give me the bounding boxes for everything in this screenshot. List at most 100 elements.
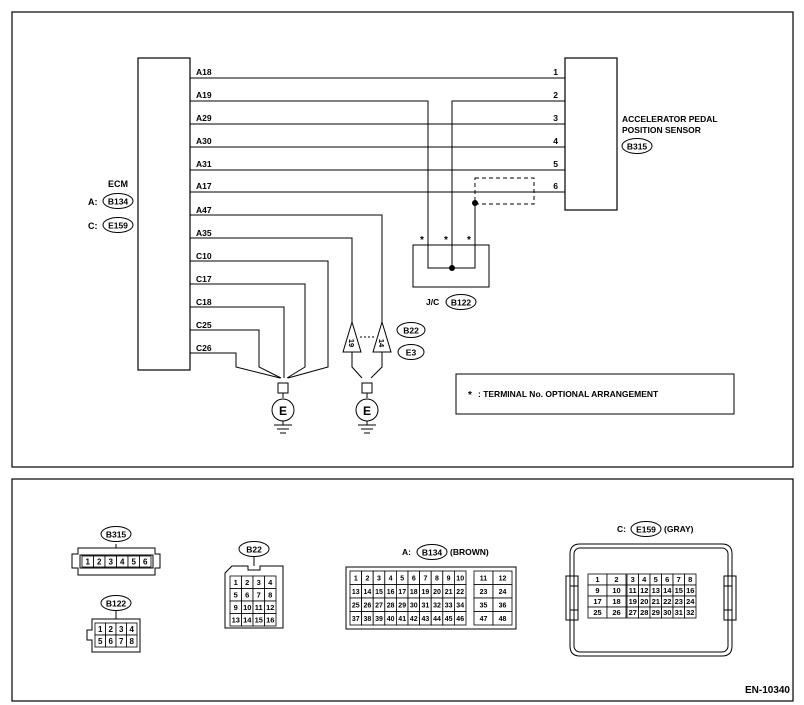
shield-node <box>472 200 478 206</box>
b134-view-badge <box>416 544 448 560</box>
pin-number: 2 <box>245 578 249 587</box>
pin-number: 6 <box>412 575 416 582</box>
ground-terminal-19-triangle <box>342 320 362 353</box>
e159-view-color: (GRAY) <box>664 524 694 534</box>
wire-gnd-14 <box>370 352 383 379</box>
pin-number: 32 <box>686 608 694 617</box>
pin-number: 23 <box>480 589 488 596</box>
pin-number: 2 <box>109 625 114 634</box>
note-text: : TERMINAL No. OPTIONAL ARRANGEMENT <box>478 389 659 399</box>
pin-number: 17 <box>593 597 601 606</box>
wire-gnd-19 <box>351 352 363 379</box>
pin-number: 9 <box>447 575 451 582</box>
pin-number: 41 <box>398 616 406 623</box>
wire-c10 <box>190 260 329 379</box>
b315-view-label: B315 <box>106 530 127 540</box>
sensor-pin: 1 <box>553 67 558 77</box>
b122-view-badge <box>100 595 132 611</box>
pin-number: 6 <box>245 590 249 599</box>
ecm-connector-c-id: E159 <box>108 221 128 231</box>
pin-number: 35 <box>480 602 488 609</box>
pin-number: 3 <box>631 575 635 584</box>
pin-number: 4 <box>130 625 135 634</box>
pin-number: 4 <box>389 575 393 582</box>
ecm-pin: C10 <box>196 251 212 261</box>
pin-cell <box>126 634 138 648</box>
pin-number: 14 <box>364 589 372 596</box>
ground-b22-badge <box>396 322 426 338</box>
pin-number: 43 <box>422 616 430 623</box>
ecm-pin: A19 <box>196 90 212 100</box>
pin-number: 7 <box>677 575 681 584</box>
ecm-pin: A47 <box>196 205 212 215</box>
junction-label: J/C <box>426 297 439 307</box>
pin-number: 19 <box>422 589 430 596</box>
pin-number: 10 <box>612 586 620 595</box>
wire-c25 <box>190 329 282 379</box>
schematic-frame <box>11 11 794 468</box>
pin-number: 1 <box>354 575 358 582</box>
b134-view-color: (BROWN) <box>450 547 489 557</box>
ground-e3-label: E3 <box>406 348 417 358</box>
pin-number: 5 <box>654 575 658 584</box>
pin-number: 1 <box>98 625 103 634</box>
pin-number: 4 <box>120 557 125 566</box>
pin-number: 26 <box>364 602 372 609</box>
ground-symbol-letter: E <box>279 404 287 418</box>
pin-number: 15 <box>675 586 683 595</box>
junction-star: * <box>444 235 448 246</box>
junction-star: * <box>420 235 424 246</box>
pin-number: 40 <box>387 616 395 623</box>
pin-number: 19 <box>629 597 637 606</box>
pin-number: 11 <box>480 575 488 582</box>
pin-number: 30 <box>410 602 418 609</box>
pin-number: 2 <box>97 557 102 566</box>
ecm-connector-a-id: B134 <box>108 197 129 207</box>
b134-view-label: B134 <box>422 548 443 558</box>
figure-code: EN-10340 <box>745 685 790 696</box>
b122-view-label: B122 <box>106 599 127 609</box>
sensor-pin-labels: 1 2 3 4 5 6 <box>553 67 558 191</box>
pin-number: 38 <box>364 616 372 623</box>
wires <box>190 77 565 379</box>
ecm-pin: A29 <box>196 113 212 123</box>
ecm-pin: A30 <box>196 136 212 146</box>
pin-number: 37 <box>352 616 360 623</box>
pin-number: 4 <box>642 575 647 584</box>
pin-cell <box>492 611 513 626</box>
b134-view-body <box>345 566 517 630</box>
pin-number: 18 <box>612 597 620 606</box>
pin-number: 39 <box>375 616 383 623</box>
pin-number: 18 <box>410 589 418 596</box>
pin-number: 4 <box>268 578 273 587</box>
e159-view-body <box>565 543 737 657</box>
pin-number: 12 <box>266 603 274 612</box>
sensor-connector-id: B315 <box>627 142 648 152</box>
pin-number: 7 <box>423 575 427 582</box>
pin-number: 44 <box>433 616 441 623</box>
pin-number: 12 <box>499 575 507 582</box>
pin-number: 20 <box>433 589 441 596</box>
pin-number: 8 <box>268 590 272 599</box>
pin-number: 33 <box>445 602 453 609</box>
pin-number: 36 <box>499 602 507 609</box>
ground-e3-badge <box>397 344 425 360</box>
ecm-pin: C25 <box>196 320 212 330</box>
pin-number: 16 <box>686 586 694 595</box>
pin-number: 45 <box>445 616 453 623</box>
pin-number: 29 <box>652 608 660 617</box>
junction-star: * <box>467 235 471 246</box>
pin-number: 12 <box>640 586 648 595</box>
pin-number: 21 <box>445 589 453 596</box>
pin-number: 6 <box>143 557 148 566</box>
pin-number: 31 <box>675 608 683 617</box>
pin-number: 11 <box>255 603 263 612</box>
pin-number: 3 <box>109 557 114 566</box>
pin-number: 8 <box>435 575 439 582</box>
b22-view-body <box>224 557 284 629</box>
wire-a19 <box>190 100 452 269</box>
